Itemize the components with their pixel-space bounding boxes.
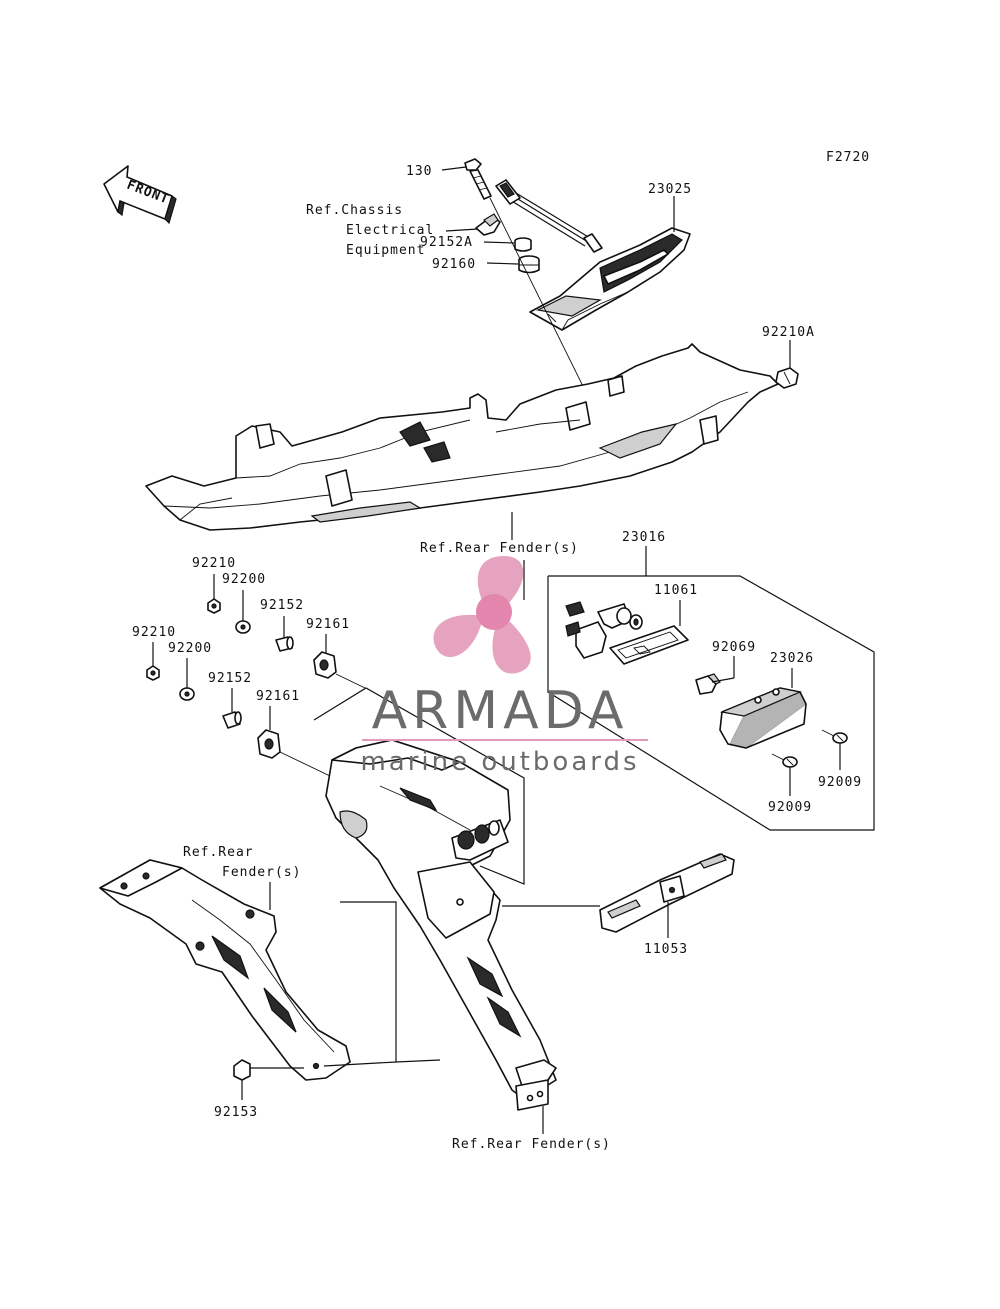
screw-92009-b — [771, 753, 798, 768]
assembly-box-23016 — [547, 546, 875, 831]
taillight-23025 — [495, 179, 691, 331]
socket-11061 — [565, 601, 689, 665]
rear-fender-left — [99, 859, 351, 1081]
label-11053: 11053 — [644, 942, 688, 957]
label-92009-a: 92009 — [818, 775, 862, 790]
label-23026: 23026 — [770, 651, 814, 666]
grommet-92161-b — [257, 729, 281, 759]
bolt-92153 — [233, 1059, 304, 1081]
label-11061: 11061 — [654, 583, 698, 598]
washer-92200-a — [235, 620, 251, 634]
label-ref-chassis-1: Ref.Chassis — [306, 203, 403, 218]
leader-130 — [441, 166, 467, 171]
nut-92210-a — [207, 598, 221, 614]
label-ref-rear-fender-left-1: Ref.Rear — [183, 845, 254, 860]
label-92210-b: 92210 — [132, 625, 176, 640]
label-92200-a: 92200 — [222, 572, 266, 587]
axis-lines-left-b — [395, 1059, 441, 1063]
armada-logo-watermark: ARMADA marine outboards — [360, 556, 648, 777]
label-92009-b: 92009 — [768, 800, 812, 815]
label-92210-a: 92210 — [192, 556, 236, 571]
screw-92009-a — [821, 729, 848, 744]
label-92160: 92160 — [432, 257, 476, 272]
collar-92152-b — [222, 711, 242, 729]
label-ref-rear-fender-left-2: Fender(s) — [222, 865, 301, 880]
label-92152-a: 92152 — [260, 598, 304, 613]
leader-92152A — [483, 241, 515, 244]
axis-grommet-a — [335, 673, 366, 689]
front-arrow-icon: FRONT — [103, 165, 177, 225]
watermark-tagline: marine outboards — [360, 747, 639, 777]
collar-92152-a — [275, 636, 294, 652]
label-92153: 92153 — [214, 1105, 258, 1120]
bulb-92069 — [695, 673, 721, 695]
propeller-icon — [433, 556, 531, 674]
lens-23026 — [719, 687, 807, 749]
label-92210A: 92210A — [762, 325, 815, 340]
leader-chassis — [445, 228, 479, 232]
rear-frame — [145, 343, 779, 531]
leader-92069-b — [711, 677, 735, 683]
clamp — [475, 213, 501, 236]
nut-92210-b — [146, 665, 160, 681]
label-23016: 23016 — [622, 530, 666, 545]
axis-grommet-b — [279, 751, 331, 777]
axis-lines-upper — [313, 687, 525, 885]
label-ref-rear-fender-bottom: Ref.Rear Fender(s) — [452, 1137, 611, 1152]
label-ref-chassis-2: Electrical — [346, 223, 434, 238]
label-92161-a: 92161 — [306, 617, 350, 632]
label-92200-b: 92200 — [168, 641, 212, 656]
label-130: 130 — [406, 164, 432, 179]
grommet-92160 — [518, 255, 540, 274]
fender-bracket — [325, 739, 557, 1111]
axis-lines-left — [323, 901, 397, 1067]
bolt-130 — [464, 158, 492, 200]
diagram-code: F2720 — [826, 150, 870, 165]
bracket-11053 — [599, 853, 735, 933]
label-92161-b: 92161 — [256, 689, 300, 704]
label-23025: 23025 — [648, 182, 692, 197]
washer-92200-b — [179, 687, 195, 701]
grommet-92161-a — [313, 651, 337, 679]
label-ref-rear-fender-top: Ref.Rear Fender(s) — [420, 541, 579, 556]
label-92069: 92069 — [712, 640, 756, 655]
fastener-92210A — [775, 367, 799, 389]
grommet-92152A — [514, 237, 532, 252]
label-ref-chassis-3: Equipment — [346, 243, 425, 258]
watermark-brand: ARMADA — [372, 681, 629, 741]
label-92152A: 92152A — [420, 235, 473, 250]
leader-92160 — [486, 262, 519, 265]
label-92152-b: 92152 — [208, 671, 252, 686]
